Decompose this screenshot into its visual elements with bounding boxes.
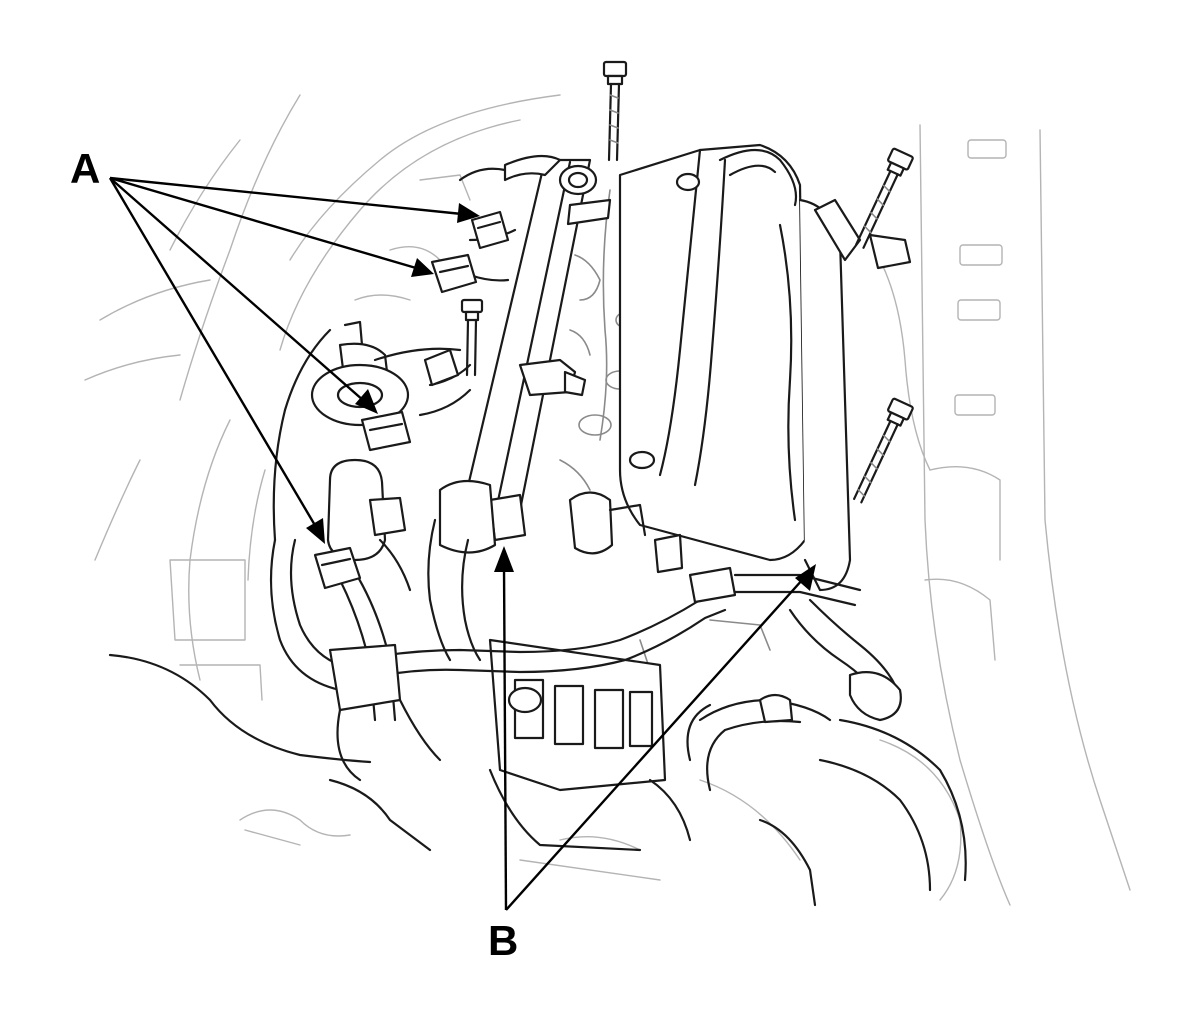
arrowhead-icon xyxy=(411,258,434,277)
callout-label-a: A xyxy=(70,145,101,192)
bolt-icon xyxy=(853,397,914,504)
bolt-icon xyxy=(602,60,628,162)
engine-foreground xyxy=(108,143,967,907)
callout-label-b: B xyxy=(488,917,519,964)
injector-connector-3 xyxy=(360,348,460,452)
arrowhead-icon xyxy=(355,389,378,414)
arrowhead-icon xyxy=(494,546,514,572)
callout-a-leaders xyxy=(108,176,480,544)
injector-connector-2 xyxy=(430,253,478,294)
injector-connector-4 xyxy=(313,546,362,590)
bolt-icon xyxy=(460,298,484,377)
arrowhead-icon xyxy=(457,203,480,223)
bolt-icon xyxy=(855,147,914,249)
arrowhead-icon xyxy=(795,564,816,591)
background-body-lines xyxy=(84,94,1131,906)
arrowhead-icon xyxy=(306,518,325,544)
injector-connector-1 xyxy=(470,210,510,250)
callout-b-leaders xyxy=(494,546,816,911)
